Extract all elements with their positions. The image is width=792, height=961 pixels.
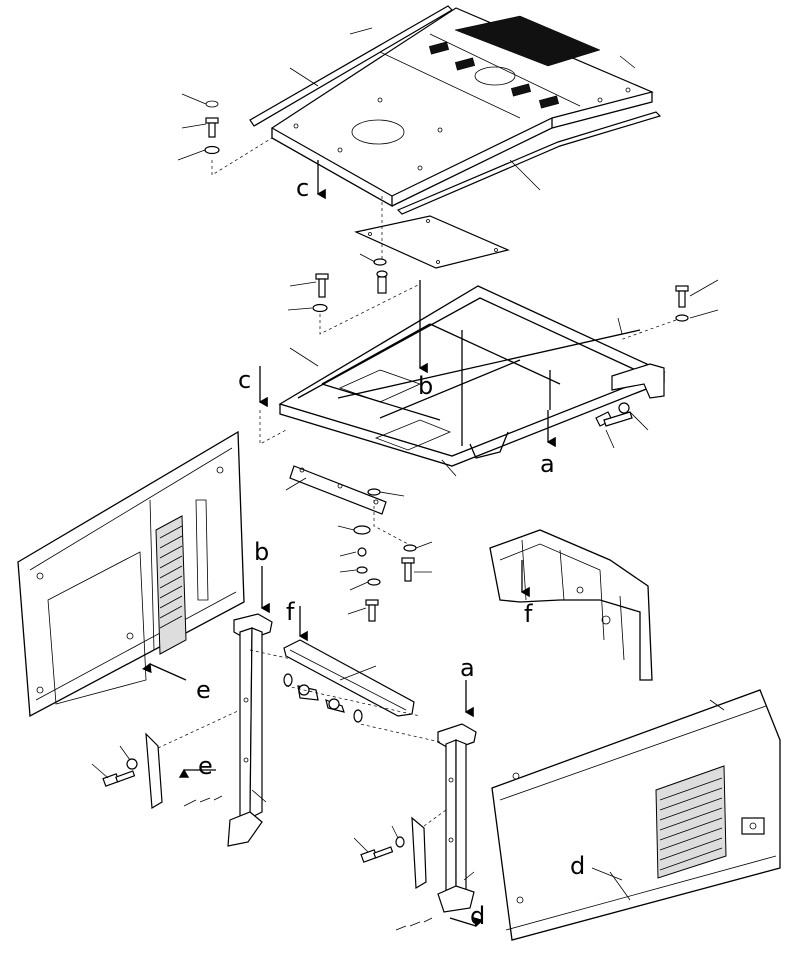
right-seal-strip bbox=[396, 111, 662, 215]
callout-c-top: c bbox=[296, 174, 309, 202]
bolt-set-right-frame bbox=[595, 402, 649, 449]
insulation-plate bbox=[354, 215, 510, 269]
left-seal-strip bbox=[249, 5, 453, 127]
top-cover-panel bbox=[270, 7, 654, 208]
arrow-icon bbox=[449, 917, 484, 928]
callout-b-mid: b bbox=[418, 372, 433, 400]
callout-a-frame: a bbox=[540, 450, 555, 478]
horizontal-brace-bar bbox=[283, 639, 415, 717]
right-mounting-bracket bbox=[489, 529, 653, 681]
arrow-icon bbox=[142, 662, 187, 681]
left-side-panel bbox=[17, 430, 245, 718]
callout-e-bottom: e bbox=[198, 752, 213, 780]
callout-c-left: c bbox=[238, 366, 251, 394]
bottom-right-side-cover bbox=[491, 689, 781, 941]
callout-e-panel: e bbox=[196, 676, 211, 704]
bolt-set-middle-left bbox=[287, 253, 388, 313]
left-support-post bbox=[227, 613, 273, 847]
main-frame bbox=[278, 285, 666, 467]
callout-f-bar: f bbox=[286, 598, 295, 626]
bolt-set-center bbox=[337, 525, 433, 622]
bolt-set-right-post bbox=[353, 809, 447, 890]
callout-b-post: b bbox=[254, 538, 269, 566]
bolt-set-left-post bbox=[91, 709, 241, 810]
cross-member-bracket bbox=[285, 465, 387, 515]
bolt-set-top-left bbox=[177, 93, 220, 161]
callout-d-bottom: d bbox=[470, 902, 485, 930]
callout-f-bracket: f bbox=[524, 600, 533, 628]
bolt-set-right-upper bbox=[619, 279, 719, 341]
right-support-post bbox=[437, 723, 477, 913]
callout-a-post: a bbox=[460, 654, 475, 682]
callout-d-cover: d bbox=[570, 852, 585, 880]
vent-grill-icon bbox=[454, 15, 601, 67]
bolt-set-brace bbox=[283, 673, 421, 723]
